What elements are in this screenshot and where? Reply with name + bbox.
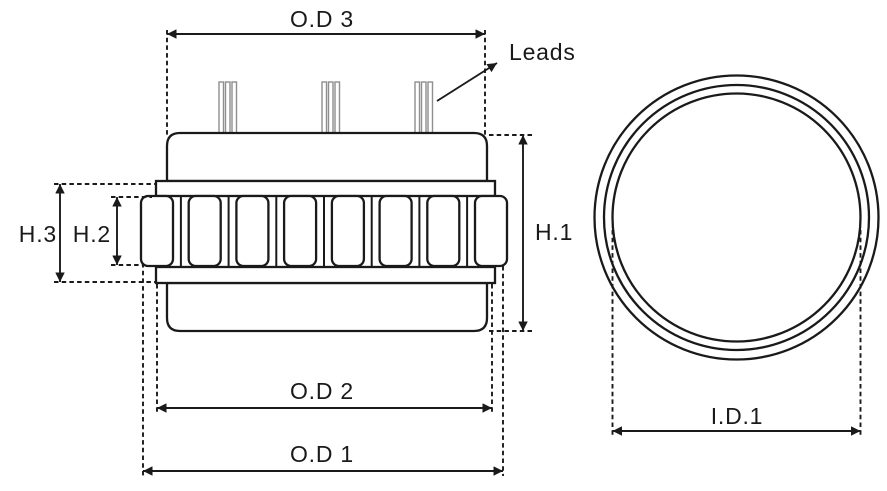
inner-ring [611, 92, 862, 343]
core-tooth [139, 194, 175, 268]
core-tooth [235, 194, 270, 268]
core-tooth [378, 194, 413, 268]
lead-wire [334, 81, 341, 134]
id1-label: I.D.1 [711, 403, 764, 429]
lead-wire [427, 81, 434, 134]
flange-top [154, 179, 497, 198]
core-tooth [473, 194, 509, 268]
lead-wires [218, 81, 434, 134]
coil-end-bottom [165, 281, 489, 333]
middle-ring [602, 83, 871, 352]
flange-bottom [154, 265, 497, 285]
side-view: O.D 3 Leads H.1 H.3 H.2 [19, 6, 576, 476]
core-tooth [187, 194, 222, 268]
outer-ring [593, 74, 880, 361]
h1-label: H.1 [535, 219, 573, 245]
coil-end-top [165, 131, 489, 183]
core-tooth [330, 194, 366, 268]
lead-wire [321, 81, 328, 134]
lead-wire [327, 81, 334, 134]
dimension-h2: H.2 [73, 196, 152, 266]
lead-wire [414, 81, 421, 134]
od3-label: O.D 3 [290, 6, 354, 32]
dimension-h1: H.1 [489, 134, 573, 332]
od1-label: O.D 1 [290, 441, 354, 467]
core-tooth [426, 194, 461, 268]
lead-wire [218, 81, 225, 134]
leads-label: Leads [509, 39, 576, 65]
dimension-id1: I.D.1 [611, 230, 862, 436]
front-view: I.D.1 [593, 74, 880, 436]
leads-arrow [436, 62, 498, 102]
h3-label: H.3 [19, 221, 57, 247]
lead-wire [420, 81, 427, 134]
h2-label: H.2 [73, 221, 111, 247]
core-tooth [282, 194, 318, 268]
lead-wire [224, 81, 231, 134]
od2-label: O.D 2 [290, 378, 354, 404]
dimension-od3: O.D 3 [166, 6, 486, 137]
dimension-h3: H.3 [19, 183, 157, 283]
core-lamination-stack [139, 194, 509, 268]
dimension-od2: O.D 2 [156, 284, 493, 413]
leads-callout: Leads [436, 39, 576, 102]
lead-wire [231, 81, 238, 134]
dimension-od1: O.D 1 [142, 263, 504, 476]
